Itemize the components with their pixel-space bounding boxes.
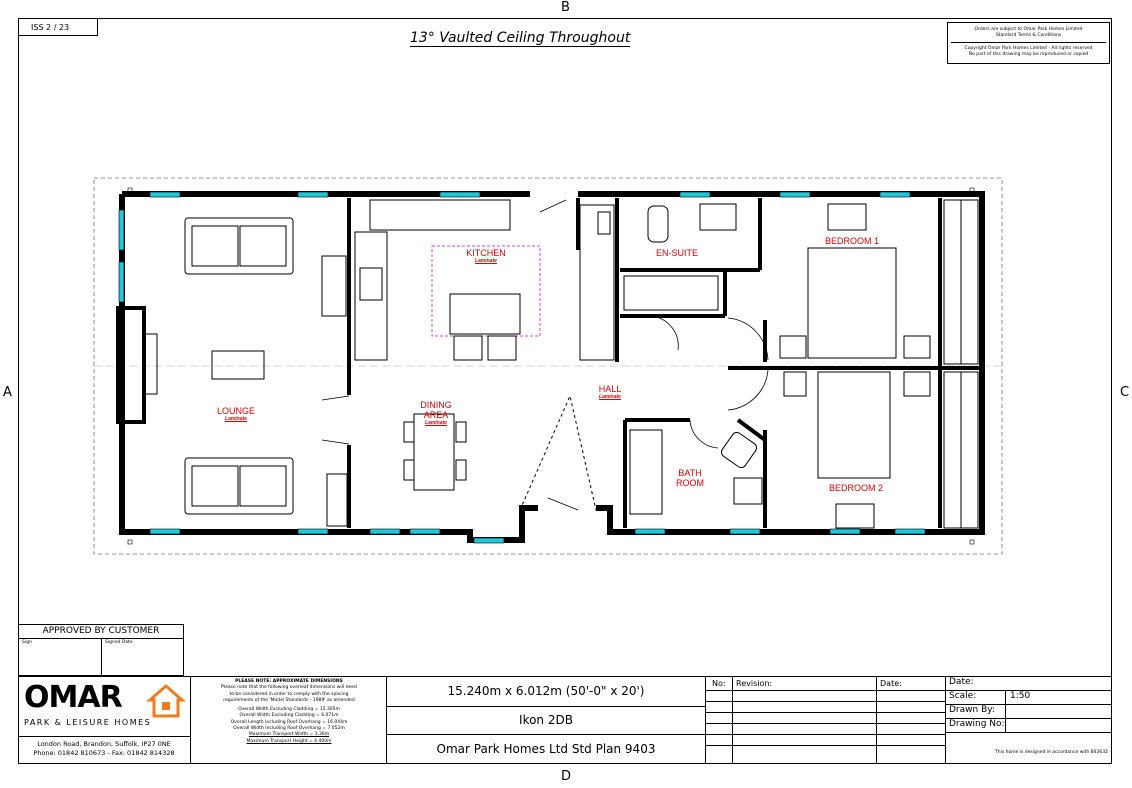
approval-title: APPROVED BY CUSTOMER — [19, 625, 183, 639]
drawn-by-label: Drawn By: — [949, 705, 995, 715]
approval-box: APPROVED BY CUSTOMER Sign Signed Date — [18, 624, 184, 676]
copyright-line: Standard Terms & Conditions — [995, 33, 1062, 38]
note-line: Maximum Transport Height = 4.400m — [246, 738, 332, 744]
revision-table: No: Revision: Date: — [706, 677, 946, 764]
room-floor: Laminate — [425, 420, 447, 426]
copyright-line: Copyright Omar Park Homes Limited - All … — [964, 46, 1093, 51]
room-label-dining: DINING AREA Laminate — [408, 400, 464, 426]
room-label-kitchen: KITCHEN Laminate — [450, 248, 522, 264]
note-line: Overall Width Excluding Cladding = 6.071… — [239, 713, 339, 719]
sheet-reference: ISS 2 / 23 — [18, 18, 98, 36]
note-line: Please note that the following overleaf … — [221, 685, 357, 691]
drawing-no-cell: Drawing No: — [946, 719, 1112, 733]
note-line: requirements of the 'Model Standards - 1… — [223, 697, 355, 703]
approval-date-label: Signed Date — [105, 640, 133, 645]
note-heading: PLEASE NOTE: APPROXIMATE DIMENSIONS — [235, 679, 343, 684]
room-label-lounge: LOUNGE Laminate — [200, 406, 272, 422]
room-name: KITCHEN — [466, 248, 506, 258]
address-line: Phone: 01842 810673 - Fax: 01842 814328 — [33, 749, 175, 757]
scale-value: 1:50 — [1010, 691, 1031, 701]
room-floor: Laminate — [475, 258, 497, 264]
house-logo-icon — [146, 684, 186, 718]
scale-cell: Scale: 1:50 — [946, 691, 1112, 705]
room-name: BEDROOM 1 — [824, 236, 879, 246]
room-floor: Laminate — [599, 394, 621, 400]
edge-label-bottom: D — [561, 769, 572, 784]
dimensions-note: PLEASE NOTE: APPROXIMATE DIMENSIONS Plea… — [194, 679, 384, 745]
approval-sign-label: Sign — [22, 640, 32, 645]
note-line: Overall Width Including Roof Overhang = … — [233, 726, 345, 732]
address-line: London Road, Brandon, Suffolk. IP27 0NE — [37, 740, 171, 748]
standard-footer: This home is designed in accordance with… — [994, 750, 1108, 755]
copyright-line: Orders are subject to Omar Park Homes Li… — [974, 27, 1083, 32]
note-line: Overall Width Excluding Cladding = 15.30… — [238, 707, 340, 713]
note-line: Overall Length Including Roof Overhang =… — [230, 719, 348, 725]
room-name: BATH ROOM — [676, 468, 704, 488]
room-name: LOUNGE — [216, 406, 255, 416]
scale-label: Scale: — [949, 691, 977, 701]
address-block: London Road, Brandon, Suffolk. IP27 0NE … — [18, 736, 190, 764]
room-name: BEDROOM 2 — [828, 483, 883, 493]
revision-date-header: Date: — [880, 679, 902, 688]
logo-brand: OMAR — [24, 680, 123, 715]
note-line: Maximum Transport Width = 3.36m — [248, 732, 330, 738]
room-label-bedroom2: BEDROOM 2 — [816, 483, 896, 493]
room-floor: Laminate — [225, 416, 247, 422]
logo-tagline: PARK & LEISURE HOMES — [24, 718, 152, 727]
drawing-no-label: Drawing No: — [949, 719, 1005, 729]
room-name: HALL — [598, 384, 622, 394]
copyright-box: Orders are subject to Omar Park Homes Li… — [947, 22, 1110, 64]
room-label-ensuite: EN-SUITE — [640, 248, 714, 258]
room-label-bathroom: BATH ROOM — [670, 468, 710, 488]
edge-label-top: B — [561, 0, 570, 15]
revision-header: Revision: — [736, 679, 773, 688]
plan-name: Omar Park Homes Ltd Std Plan 9403 — [436, 742, 656, 756]
date-cell: Date: — [946, 677, 1112, 691]
date-label: Date: — [949, 677, 974, 687]
note-line: to be considered in order to comply with… — [229, 691, 349, 697]
room-label-bedroom1: BEDROOM 1 — [812, 236, 892, 246]
room-label-hall: HALL Laminate — [580, 384, 640, 400]
plan-model: Ikon 2DB — [387, 706, 705, 735]
drawn-by-cell: Drawn By: — [946, 705, 1112, 719]
copyright-line: No part of this drawing may be reproduce… — [968, 52, 1089, 57]
edge-label-left: A — [3, 385, 12, 400]
omar-logo: OMAR PARK & LEISURE HOMES — [22, 680, 188, 736]
plan-size: 15.240m x 6.012m (50'-0" x 20') — [387, 678, 705, 707]
room-name: DINING AREA — [420, 400, 452, 420]
drawing-title: 13° Vaulted Ceiling Throughout — [410, 30, 631, 47]
room-name: EN-SUITE — [655, 248, 698, 258]
revision-no-header: No: — [712, 679, 726, 688]
edge-label-right: C — [1120, 385, 1130, 400]
